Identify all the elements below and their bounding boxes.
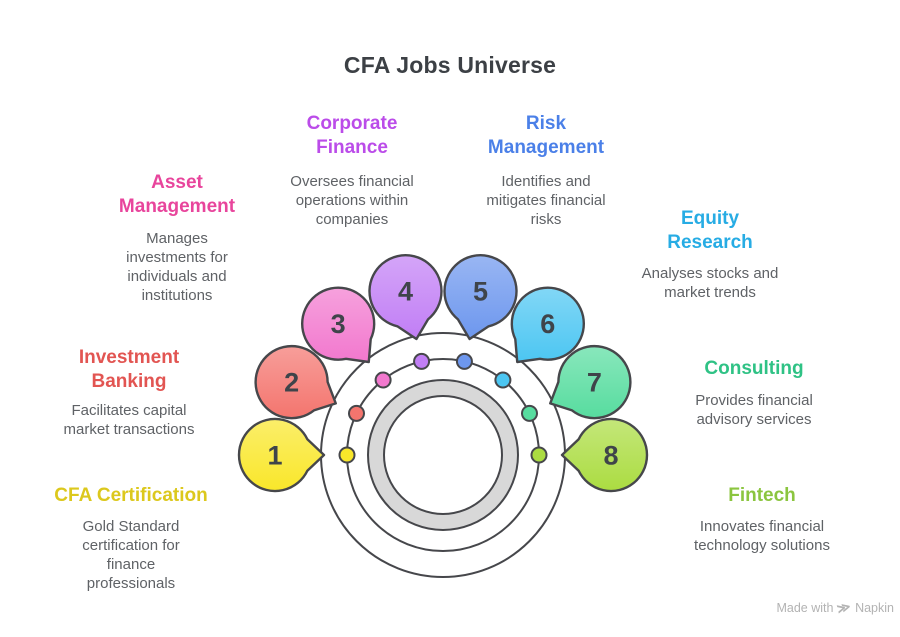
cfa-certification-dot [338,446,356,464]
risk-management-description-line: risks [530,211,562,228]
cfa-certification-number: 1 [267,441,282,471]
equity-research-description-line: market trends [664,284,756,301]
fintech-description: Innovates financial technology solutions [694,517,830,555]
center-ring-inner [383,395,503,515]
asset-management-dot [374,371,392,389]
cfa-certification-description: Gold Standard certification for finance pro… [82,517,180,593]
cfa-certification-description-line: Gold Standard [82,518,180,535]
corporate-finance-dot [413,352,431,370]
investment-banking-description: Facilitates capital market transactions [64,401,195,439]
corporate-finance-label-line: Finance [316,137,388,158]
risk-management-label-line: Management [487,137,605,158]
risk-management-number: 5 [473,277,488,307]
risk-management-label-line: Risk [525,113,567,134]
equity-research-number: 6 [540,309,555,339]
watermark-brand: Napkin [855,601,894,615]
fintech-label: Fintech [728,484,796,508]
asset-management-label-line: Management [118,196,236,217]
corporate-finance-number: 4 [398,277,413,307]
investment-banking-bubble [254,344,337,420]
fintech-description-line: Innovates financial [699,518,825,535]
consulting-number: 7 [587,368,602,398]
corporate-finance-description: Oversees financial operations within compa… [290,172,413,229]
risk-management-description-line: Identifies and [501,173,591,190]
consulting-description-line: advisory services [696,411,812,428]
page-title: CFA Jobs Universe [343,52,557,78]
corporate-finance-description-line: operations within [295,192,409,209]
consulting-description: Provides financial advisory services [695,391,813,429]
equity-research-description-line: Analyses stocks and [641,265,779,282]
corporate-finance-bubble [368,254,443,341]
equity-research-description: Analyses stocks and market trends [642,264,779,302]
asset-management-bubble [300,286,376,364]
equity-research-dot [494,371,512,389]
equity-research-label-line: Equity [680,208,740,229]
asset-management-number: 3 [331,309,346,339]
watermark: Made with ≫ Napkin [776,598,894,617]
cfa-certification-description-line: professionals [86,575,176,592]
investment-banking-description-line: Facilitates capital [71,402,187,419]
asset-management-description-line: institutions [141,287,213,304]
fintech-bubble [560,417,649,493]
consulting-label: Consulting [704,357,803,381]
corporate-finance-label-line: Corporate [306,113,398,134]
asset-management-label-line: Asset [151,172,203,193]
asset-management-description-line: investments for [126,249,228,266]
cfa-certification-bubble [237,417,326,493]
risk-management-bubble [443,254,518,341]
watermark-text: Made with [776,601,834,615]
fintech-label-line: Fintech [728,485,796,506]
consulting-label-line: Consulting [704,358,804,379]
corporate-finance-description-line: Oversees financial [290,173,414,190]
asset-management-description: Manages investments for individuals and ins… [126,229,228,305]
fintech-number: 8 [603,441,618,471]
consulting-dot [521,404,539,422]
investment-banking-label-line: Banking [91,371,167,392]
asset-management-description-line: individuals and [127,268,227,285]
corporate-finance-description-line: companies [315,211,389,228]
risk-management-description: Identifies and mitigates financial risks [486,172,605,229]
investment-banking-description-line: market transactions [63,421,195,438]
cfa-certification-label-line: CFA Certification [54,485,208,506]
consulting-description-line: Provides financial [695,392,813,409]
napkin-logo-icon: ≫ [835,598,853,617]
cfa-certification-label: CFA Certification [54,484,207,508]
consulting-bubble [549,344,632,420]
equity-research-bubble [510,286,586,364]
asset-management-description-line: Manages [146,230,208,247]
investment-banking-dot [347,404,365,422]
investment-banking-number: 2 [284,368,299,398]
risk-management-dot [455,352,473,370]
fintech-dot [530,446,548,464]
cfa-certification-description-line: certification for [82,537,180,554]
cfa-certification-description-line: finance [106,556,156,573]
equity-research-label-line: Research [667,232,753,253]
investment-banking-label-line: Investment [78,347,180,368]
fintech-description-line: technology solutions [694,537,830,554]
risk-management-description-line: mitigates financial [486,192,606,209]
